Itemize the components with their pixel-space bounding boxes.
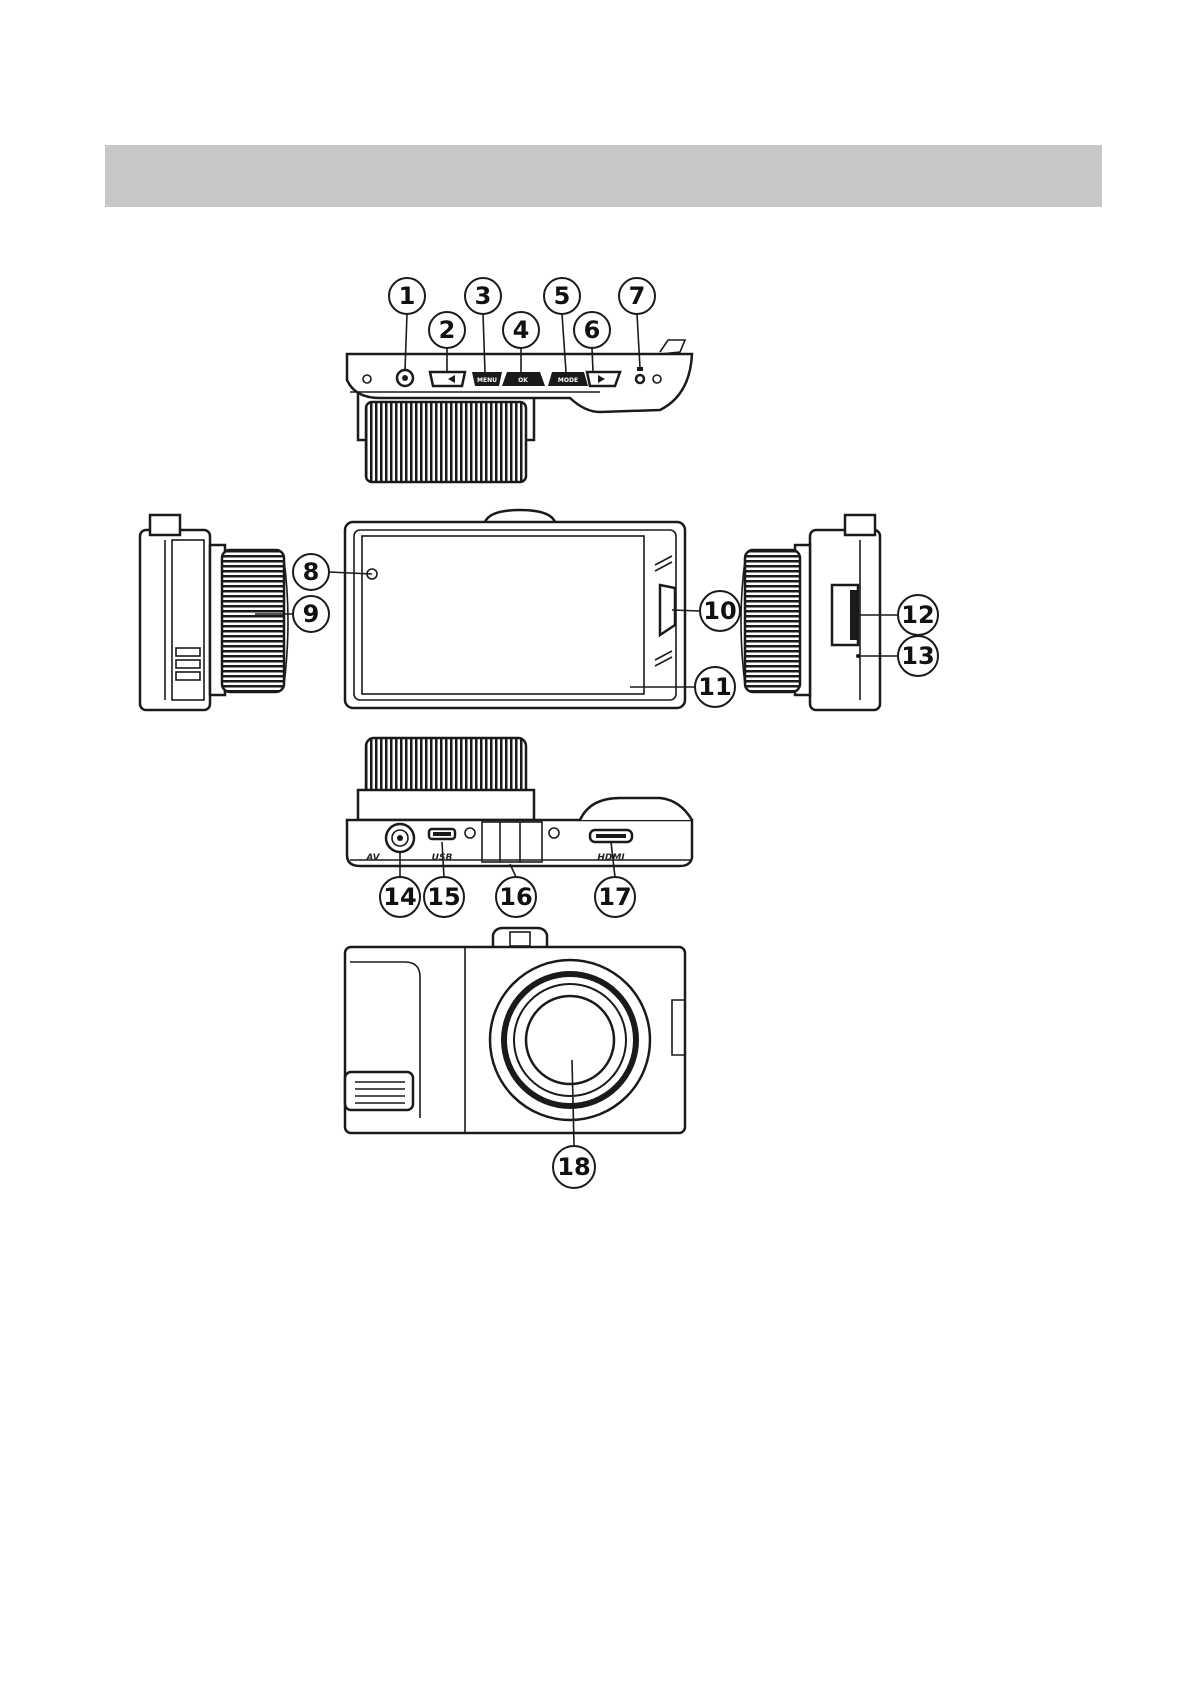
svg-text:2: 2 — [439, 316, 456, 344]
callout-16: 16 — [495, 876, 537, 918]
svg-text:15: 15 — [427, 883, 460, 911]
svg-text:11: 11 — [698, 673, 731, 701]
callout-6: 6 — [573, 311, 611, 349]
callout-2: 2 — [428, 311, 466, 349]
svg-text:13: 13 — [901, 642, 934, 670]
callout-7: 7 — [618, 277, 656, 315]
svg-text:10: 10 — [703, 597, 736, 625]
callout-13: 13 — [897, 635, 939, 677]
callout-9: 9 — [292, 595, 330, 633]
callout-15: 15 — [423, 876, 465, 918]
callout-18: 18 — [552, 1145, 596, 1189]
back-view — [343, 508, 687, 710]
svg-text:4: 4 — [513, 316, 530, 344]
callout-1: 1 — [388, 277, 426, 315]
right-side-view — [740, 513, 882, 712]
svg-text:14: 14 — [383, 883, 416, 911]
hdmi-port-label: HDMI — [597, 853, 625, 863]
section-header-bar — [105, 145, 1102, 207]
front-view — [343, 926, 687, 1135]
svg-text:8: 8 — [303, 558, 320, 586]
callout-8: 8 — [292, 553, 330, 591]
callout-4: 4 — [502, 311, 540, 349]
callout-5: 5 — [543, 277, 581, 315]
svg-text:9: 9 — [303, 600, 320, 628]
av-port-label: AV — [365, 853, 380, 863]
menu-button-label: MENU — [477, 377, 497, 384]
svg-text:18: 18 — [557, 1153, 590, 1181]
svg-text:12: 12 — [901, 601, 934, 629]
svg-text:7: 7 — [629, 282, 646, 310]
top-view: MENU OK MODE — [345, 339, 694, 484]
left-side-view — [138, 513, 289, 712]
callout-3: 3 — [464, 277, 502, 315]
svg-text:17: 17 — [598, 883, 631, 911]
callout-12: 12 — [897, 594, 939, 636]
mode-button-label: MODE — [558, 377, 578, 384]
callout-10: 10 — [699, 590, 741, 632]
ok-button-label: OK — [518, 377, 528, 384]
svg-text:1: 1 — [399, 282, 416, 310]
usb-port-label: USB — [432, 853, 453, 863]
svg-text:6: 6 — [584, 316, 601, 344]
svg-text:3: 3 — [475, 282, 492, 310]
bottom-view: AV USB HDMI — [345, 736, 694, 868]
svg-text:5: 5 — [554, 282, 571, 310]
svg-text:16: 16 — [499, 883, 532, 911]
callout-11: 11 — [694, 666, 736, 708]
callout-17: 17 — [594, 876, 636, 918]
callout-14: 14 — [379, 876, 421, 918]
